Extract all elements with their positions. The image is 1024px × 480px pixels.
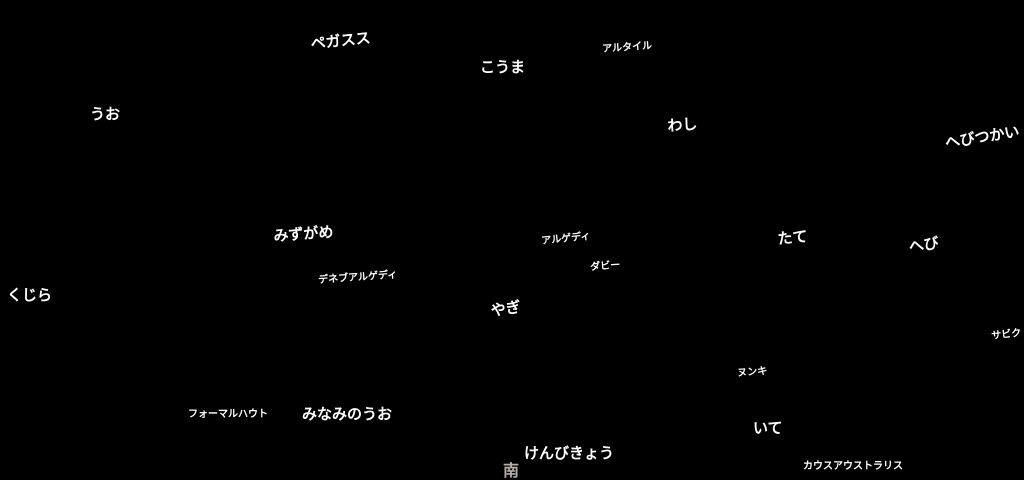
aquila-constellation-label: わし xyxy=(666,114,699,135)
dabih-star-label: ダビー xyxy=(589,259,621,273)
nunki-star-label: ヌンキ xyxy=(736,365,768,379)
aquarius-constellation-label: みずがめ xyxy=(272,222,334,245)
microscopium-constellation-label: けんびきょう xyxy=(524,444,615,462)
south-direction-marker: 南 xyxy=(503,461,520,480)
kaus-australis-star-label: カウスアウストラリス xyxy=(803,461,903,472)
serpens-constellation-label: へび xyxy=(907,233,940,256)
cetus-constellation-label: くじら xyxy=(7,286,53,304)
fomalhaut-star-label: フォーマルハウト xyxy=(188,409,268,420)
altair-star-label: アルタイル xyxy=(601,40,653,55)
piscis-austrinus-constellation-label: みなみのうお xyxy=(302,405,393,423)
scutum-constellation-label: たて xyxy=(776,227,809,248)
sagittarius-constellation-label: いて xyxy=(753,419,783,437)
pisces-constellation-label: うお xyxy=(90,105,121,123)
capricornus-constellation-label: やぎ xyxy=(489,297,522,320)
sabik-star-label: サビク xyxy=(990,327,1022,342)
algedi-star-label: アルゲディ xyxy=(540,230,591,247)
ophiuchus-constellation-label: へびつかい xyxy=(943,122,1021,152)
pegasus-constellation-label: ペガスス xyxy=(309,28,372,53)
equuleus-constellation-label: こうま xyxy=(480,58,526,76)
deneb-algedi-star-label: デネブアルゲディ xyxy=(317,269,398,286)
